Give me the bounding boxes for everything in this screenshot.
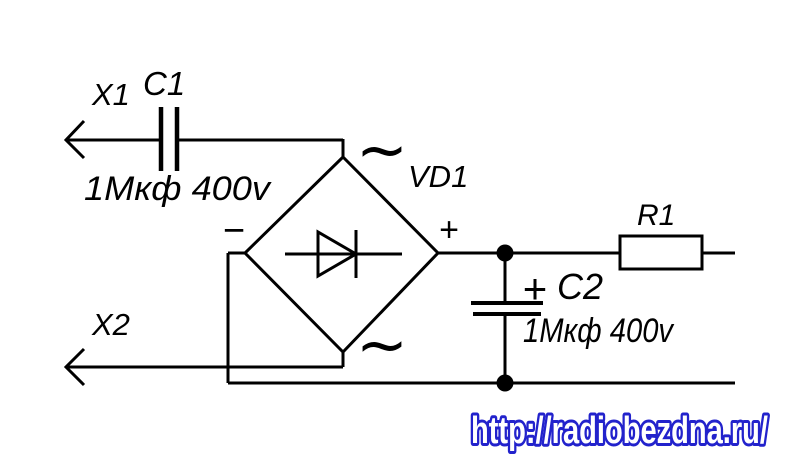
junction-dot-bottom bbox=[496, 374, 514, 392]
x2-terminal-label: X2 bbox=[91, 307, 130, 342]
ac-mark-top: ~ bbox=[356, 113, 408, 186]
c2-plus-sign: + bbox=[523, 265, 548, 312]
r1-ref-label: R1 bbox=[637, 199, 675, 232]
c2-value-label: 1Мкф 400v bbox=[523, 312, 675, 350]
watermark-url: http://radiobezdna.ru/ bbox=[471, 410, 768, 452]
bridge-minus-sign: − bbox=[223, 210, 245, 252]
diode-symbol bbox=[285, 229, 402, 279]
c1-value-label: 1Мкф 400v bbox=[84, 170, 272, 208]
vd1-ref-label: VD1 bbox=[408, 159, 468, 194]
junction-dot-top bbox=[496, 244, 514, 262]
ac-mark-bottom: ~ bbox=[356, 308, 408, 381]
c1-ref-label: C1 bbox=[143, 65, 185, 102]
diode-triangle bbox=[316, 229, 359, 279]
c1-capacitor-symbol bbox=[158, 107, 180, 171]
c2-ref-label: C2 bbox=[557, 266, 603, 307]
c2-capacitor-symbol bbox=[471, 301, 543, 316]
x1-terminal-label: X1 bbox=[91, 77, 130, 112]
bridge-plus-sign: + bbox=[439, 211, 459, 249]
r1-resistor-body bbox=[618, 234, 704, 271]
